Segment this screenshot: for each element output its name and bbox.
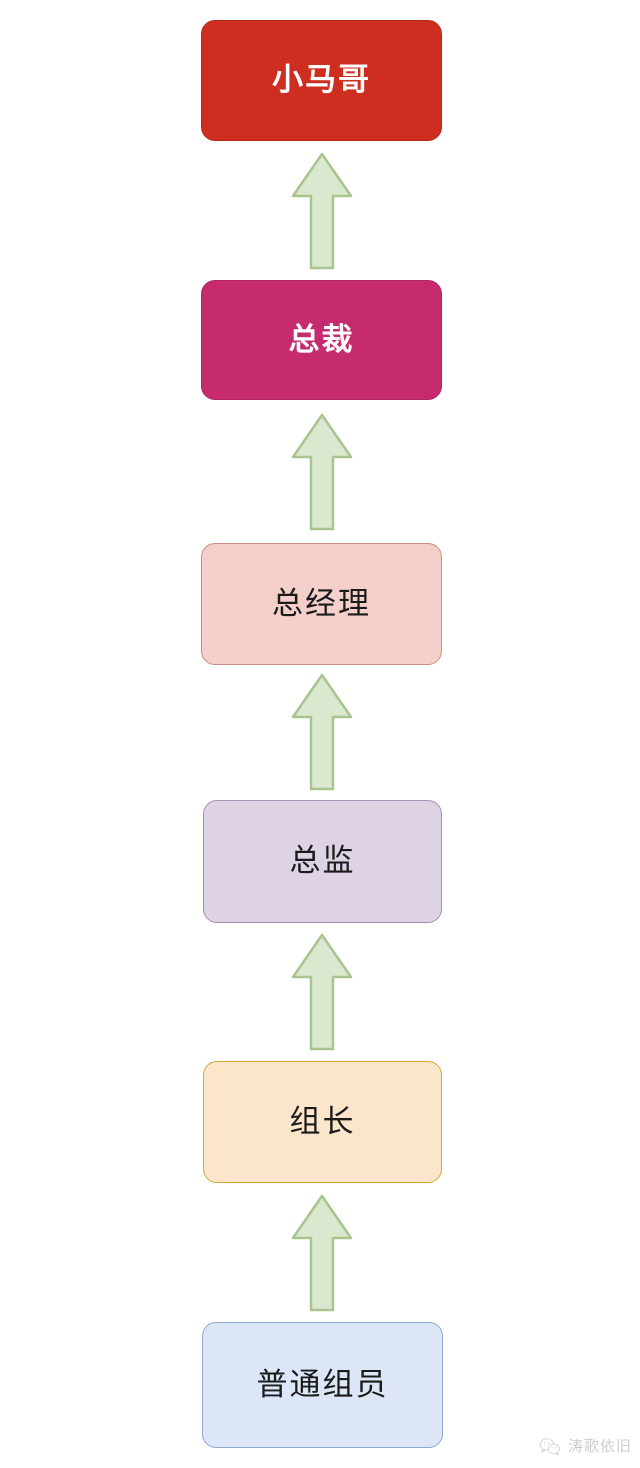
node-box-rank-5[interactable]: 总裁 [201, 280, 442, 400]
node-label: 总经理 [272, 585, 371, 621]
arrow-up-icon [291, 673, 353, 791]
node-label: 普通组员 [256, 1366, 389, 1402]
node-box-rank-2[interactable]: 组长 [203, 1061, 442, 1183]
node-box-rank-1[interactable]: 普通组员 [202, 1322, 443, 1448]
flow-arrow [291, 673, 353, 791]
node-label: 小马哥 [272, 62, 371, 98]
arrow-up-icon [291, 933, 353, 1051]
flow-arrow [291, 1194, 353, 1312]
arrow-up-icon [291, 1194, 353, 1312]
arrow-up-icon [291, 152, 353, 270]
node-box-rank-3[interactable]: 总监 [203, 800, 442, 923]
flow-arrow [291, 413, 353, 531]
node-label: 总裁 [288, 321, 355, 357]
flow-arrow [291, 933, 353, 1051]
arrow-up-icon [291, 413, 353, 531]
node-box-rank-4[interactable]: 总经理 [201, 543, 442, 665]
watermark-text: 涛歌依旧 [567, 1438, 632, 1455]
wechat-icon [539, 1437, 561, 1456]
flow-arrow [291, 152, 353, 270]
node-label: 组长 [289, 1103, 356, 1139]
node-label: 总监 [289, 843, 356, 879]
node-box-rank-6[interactable]: 小马哥 [201, 20, 442, 141]
watermark: 涛歌依旧 [539, 1435, 632, 1456]
